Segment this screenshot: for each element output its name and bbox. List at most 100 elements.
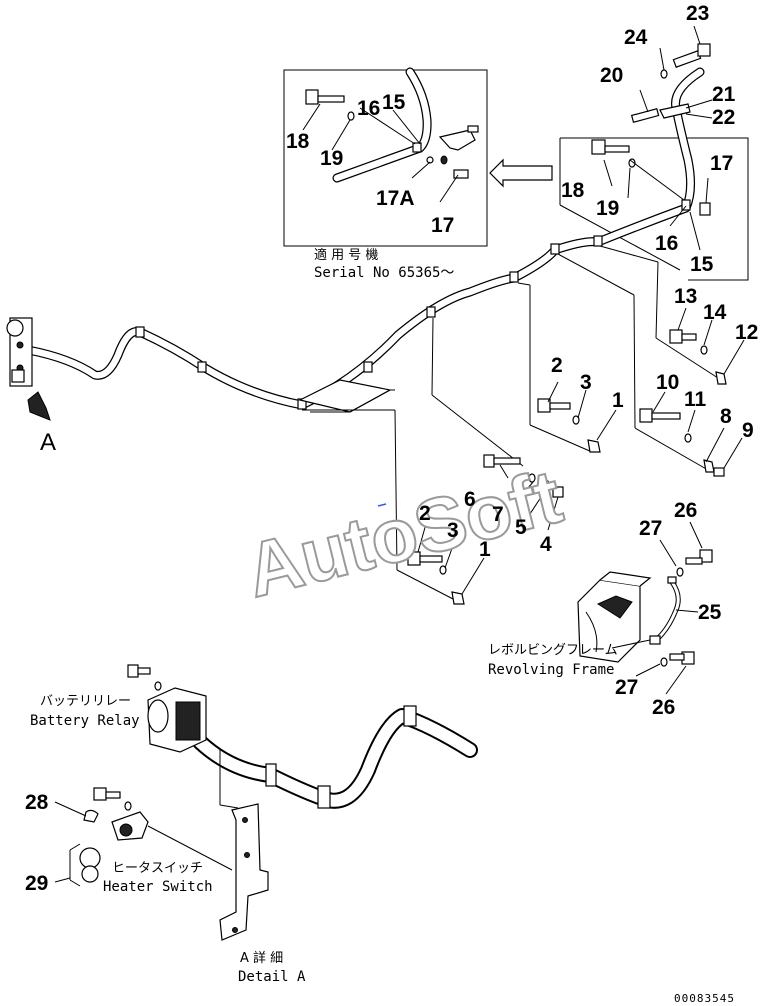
callout-1: 1 xyxy=(612,389,624,412)
callout-6: 6 xyxy=(464,488,476,511)
revolving-frame-caption-en: Revolving Frame xyxy=(488,662,614,678)
nut-icon xyxy=(426,156,434,164)
clamp-icon xyxy=(363,361,373,373)
washer-icon xyxy=(528,473,536,483)
leader-lines xyxy=(302,245,719,601)
clamp-icon xyxy=(197,361,207,373)
washer-icon xyxy=(347,111,355,121)
callout-7: 7 xyxy=(492,503,504,526)
reference-arrow xyxy=(489,158,553,188)
callout-3: 3 xyxy=(447,519,459,542)
detail-a-caption-jp: A 詳 細 xyxy=(240,950,283,966)
left-connector-component xyxy=(6,317,33,387)
clamp-icon xyxy=(550,243,560,255)
washer-icon xyxy=(700,345,708,355)
detail-a-assembly xyxy=(54,664,478,941)
callout-2: 2 xyxy=(419,502,431,525)
washer-icon xyxy=(154,681,162,691)
bolt-icon xyxy=(697,43,711,57)
battery-relay-caption-jp: バッテリリレー xyxy=(40,694,131,709)
callout-11: 11 xyxy=(684,388,707,411)
callout-14: 14 xyxy=(703,301,727,324)
callout-12: 12 xyxy=(735,321,758,344)
callout-25: 25 xyxy=(698,601,722,624)
clamp-icon xyxy=(412,142,422,153)
hardware-parts xyxy=(407,43,727,605)
bolt-icon xyxy=(639,408,653,423)
callout-27: 27 xyxy=(615,676,638,699)
pin-icon xyxy=(713,467,725,477)
callout-1: 1 xyxy=(479,538,491,561)
washer-icon xyxy=(440,155,448,165)
clamp-icon xyxy=(593,235,603,247)
callout-2: 2 xyxy=(551,354,563,377)
callout-20: 20 xyxy=(600,64,623,87)
mounting-bracket xyxy=(219,803,269,941)
revolving-frame-caption-jp: レボルビングフレーム xyxy=(488,643,618,658)
serial-caption-en: Serial No 65365～ xyxy=(314,265,454,281)
bolt-shank-icon xyxy=(317,95,345,103)
callout-26: 26 xyxy=(674,499,697,522)
clamp-icon xyxy=(403,705,417,727)
callout-22: 22 xyxy=(712,106,735,129)
callout-16: 16 xyxy=(357,97,380,120)
callout-19: 19 xyxy=(596,197,619,220)
callout-28: 28 xyxy=(25,791,49,814)
bracket-icon xyxy=(659,103,691,119)
callout-27: 27 xyxy=(639,517,662,540)
bolt-icon xyxy=(93,787,107,801)
callout-29: 29 xyxy=(25,872,48,895)
clamp-icon xyxy=(426,306,436,318)
washer-icon xyxy=(660,657,668,667)
battery-relay-caption-en: Battery Relay xyxy=(30,713,140,729)
callout-13: 13 xyxy=(674,285,697,308)
callout-26: 26 xyxy=(652,696,675,719)
callout-24: 24 xyxy=(624,26,648,49)
revolving-frame-part xyxy=(577,521,713,695)
bolt-icon xyxy=(127,664,139,678)
bolt-icon xyxy=(699,549,713,563)
heater-switch-caption-jp: ヒータスイッチ xyxy=(112,861,203,876)
drawing-code: 00083545 xyxy=(674,992,735,1005)
clamp-icon xyxy=(317,785,331,809)
serial-caption-jp: 適 用 号 機 xyxy=(314,247,378,263)
spacer-icon xyxy=(453,169,469,179)
bolt-icon xyxy=(483,454,495,468)
callout-leaders xyxy=(417,25,745,595)
callout-4: 4 xyxy=(540,533,552,556)
clamp-icon xyxy=(135,326,145,338)
callout-18: 18 xyxy=(286,130,310,153)
clamp-icon xyxy=(265,763,277,787)
heater-switch-caption-en: Heater Switch xyxy=(103,879,213,895)
callout-19: 19 xyxy=(320,147,343,170)
callout-23: 23 xyxy=(686,2,709,25)
washer-icon xyxy=(439,565,447,575)
view-marker-label: A xyxy=(40,429,56,456)
clamp-icon xyxy=(509,271,519,283)
bolt-head-icon xyxy=(305,89,319,105)
callout-17: 17 xyxy=(710,152,733,175)
wire-harness xyxy=(23,67,705,413)
view-arrow-icon xyxy=(27,391,51,421)
callout-numbers: 2 3 1 2 3 1 4 5 6 7 8 9 10 11 12 13 14 1… xyxy=(25,2,758,895)
nut-icon xyxy=(542,479,550,489)
view-marker-a: A xyxy=(27,391,56,456)
washer-icon xyxy=(572,415,580,425)
pin-icon xyxy=(630,108,660,123)
clip-icon xyxy=(451,591,465,605)
serial-inset-box xyxy=(283,67,488,247)
callout-17: 17 xyxy=(431,214,454,237)
bolt-icon xyxy=(669,329,683,344)
washer-icon xyxy=(684,433,692,443)
callout-18: 18 xyxy=(561,179,585,202)
callout-17a: 17A xyxy=(376,187,415,210)
callout-15: 15 xyxy=(690,253,714,276)
bracket-icon xyxy=(438,129,476,151)
washer-icon xyxy=(660,69,668,79)
washer-icon xyxy=(676,567,684,577)
clip-icon xyxy=(715,371,727,385)
callout-9: 9 xyxy=(742,419,754,442)
callout-15: 15 xyxy=(382,91,406,114)
clip-icon xyxy=(587,439,601,453)
